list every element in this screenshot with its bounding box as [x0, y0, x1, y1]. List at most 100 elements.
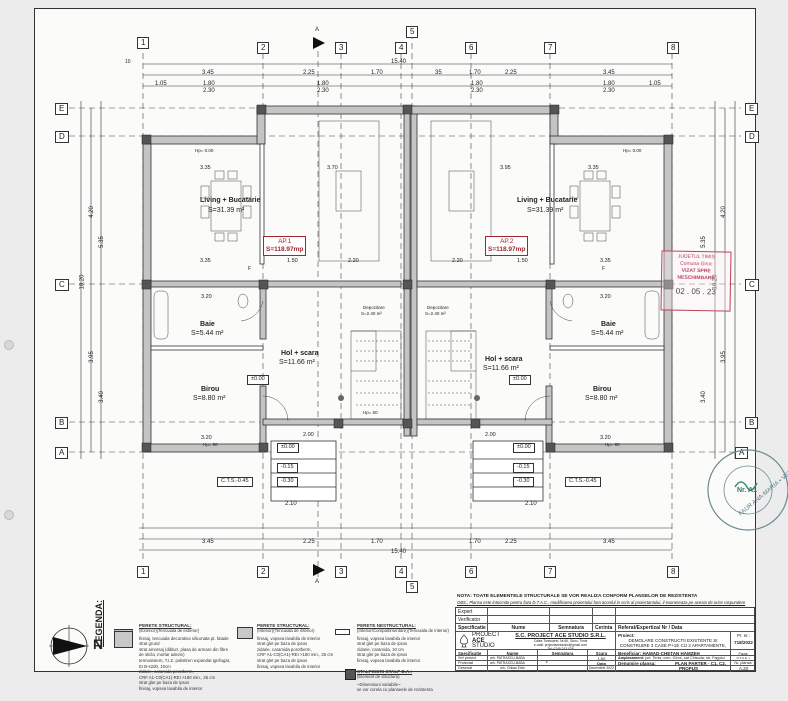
- location-cell: Amplasament: jud. Timis, com. Giroc, sat…: [616, 656, 731, 660]
- level-tag-ap1-hall: ±0.00: [247, 375, 269, 385]
- title-block: Expert Verificator Specificatie Nume Sem…: [455, 607, 756, 672]
- dim-180-b: 1.80: [317, 81, 329, 87]
- dim-220-ap1: 2.20: [348, 258, 359, 264]
- grid-axis-B-right: B: [745, 417, 759, 429]
- verifier-stamp-number: Nr. A1: [737, 487, 757, 494]
- legend-line: finisaj, vopsea lavabila de interior: [257, 663, 321, 669]
- room-living-ap1: Living + Bucatarie: [200, 197, 261, 204]
- legend-item-subtitle: (Interior)(Tencuiala de interior): [257, 628, 315, 633]
- sill-height-4: Hp= 90: [605, 442, 620, 447]
- phase-value: D.T.A.D. + D.T.A.C. + P.Th.: [736, 656, 751, 660]
- project-name-1: DEMOLARE CONSTRUCTII EXISTENTE SI: [628, 638, 718, 643]
- legend-line: de sticla, mortar adeziv): [139, 652, 185, 658]
- legend-line: zidarie, caramida porotherm,: [257, 646, 312, 652]
- tb-expert-label: Expert: [456, 608, 488, 615]
- dim-left-340: 3.40: [98, 391, 105, 403]
- tb-expert-sign: [550, 608, 593, 615]
- phase-label: Faza:: [738, 651, 749, 655]
- legend-item-column: STALPISORI STALP B.A.: (Element de struc…: [357, 669, 477, 693]
- level-tag-ap2-hall: ±0.00: [509, 375, 531, 385]
- dim-335b-ap2: 3.35: [600, 258, 611, 264]
- legend-swatch-partition-wall: [335, 629, 350, 635]
- room-living-ap2: Living + Bucatarie: [517, 197, 578, 204]
- legend-line: CRF A1-C0(CA1)-REI >180 min., 25 cm: [257, 652, 334, 658]
- dim-overall-bottom: 15.40: [391, 549, 407, 555]
- dim-right-395: 3.95: [720, 351, 727, 363]
- room-storage-ap2-area: S=2.40 m²: [425, 311, 446, 316]
- grid-axis-7-bottom: 7: [544, 566, 557, 578]
- level-tag-ap1-cts: C.T.S.-0.45: [217, 477, 253, 487]
- room-bath-ap2-area: S=5.44 m²: [591, 330, 624, 337]
- dim-105-right: 1.05: [649, 81, 661, 87]
- company-phone: Tel: 0749 243 026: [547, 647, 574, 649]
- note-obs: OBS.: Plansa este intocmita pentru faza …: [457, 600, 746, 605]
- tb-staff-spec: Specificatie: [456, 650, 488, 655]
- legend-item-subtitle: (Interior/Compartimentare)(Tencuiala de …: [357, 628, 449, 633]
- legend-swatch-exterior-wall: [114, 629, 133, 648]
- dim-370-ap1: 3.70: [327, 165, 338, 171]
- municipal-approval-stamp: JUDETUL TIMIS Comuna Giroc VIZAT SPRE NE…: [660, 250, 732, 312]
- dim-320-ap1: 3.20: [201, 294, 212, 300]
- room-office-ap1: Birou: [201, 386, 220, 393]
- legend-swatch-interior-wall: [237, 627, 253, 639]
- company-logo: PROJECT ACE STUDIO: [456, 632, 506, 649]
- dim-335-ap1: 3.35: [200, 165, 211, 171]
- legend-swatch-column: [345, 669, 356, 680]
- dim-180-c: 1.80: [471, 81, 483, 87]
- north-label: N: [93, 636, 104, 652]
- dim-335-ap2: 3.35: [588, 165, 599, 171]
- beneficiary-cell: Beneficiar: HAMAD-CHETAN HAMZEH: [616, 650, 731, 655]
- dim-right-420: 4.20: [720, 206, 727, 218]
- grid-axis-6-bottom: 6: [465, 566, 478, 578]
- dim-entrance-ap2: 2.10: [525, 501, 537, 507]
- grid-axis-4: 4: [395, 42, 408, 54]
- apartment-label-ap1: AP.1 S=118.97mp: [263, 236, 307, 256]
- logo-line-3: STUDIO: [472, 643, 495, 649]
- sill-height-5: Hp= 60: [363, 410, 378, 415]
- logo-line-1: PROJECT: [472, 632, 501, 638]
- legend-line: strat glet pe baza de ipsos: [139, 680, 190, 686]
- note-structural: NOTA: TOATE ELEMENTELE STRUCTURALE SE VO…: [457, 594, 698, 599]
- signature-icon: [546, 661, 548, 664]
- grid-axis-1-bottom: 1: [137, 566, 150, 578]
- legend-line: zidarie, caramida, 10 cm: [357, 646, 404, 652]
- stamp-number: 02 . 05 . 23: [675, 286, 716, 297]
- date-label: Data: [588, 661, 616, 665]
- staff-role-1: Sef proiect: [456, 656, 488, 660]
- dim-230-b: 2.30: [317, 88, 329, 94]
- room-office-ap2-area: S=8.80 m²: [585, 395, 618, 402]
- dim-left-535: 5.35: [98, 236, 105, 248]
- legend-line: EI B-s2d0, 10cm: [139, 663, 171, 669]
- dim-180-d: 1.80: [603, 81, 615, 87]
- punch-hole: [4, 340, 14, 350]
- project-number-cell: Pr. nr.: 718/2022: [731, 632, 756, 649]
- section-label-bottom: A: [315, 579, 320, 585]
- legend-title: LEGENDA:: [94, 600, 104, 647]
- room-storage-ap2: Depozitare: [427, 305, 449, 310]
- tb-expert-req: [593, 608, 616, 615]
- dim-180-a: 1.80: [203, 81, 215, 87]
- staff-role-2: Proiectat: [456, 661, 488, 665]
- beneficiary-name: HAMAD-CHETAN HAMZEH: [642, 651, 700, 655]
- tb-expert-name: [488, 608, 550, 615]
- grid-axis-2-bottom: 2: [257, 566, 270, 578]
- beneficiary-label: Beneficiar:: [618, 651, 642, 655]
- north-arrow-icon: [49, 625, 89, 667]
- grid-axis-8-bottom: 8: [667, 566, 680, 578]
- room-office-ap2: Birou: [593, 386, 612, 393]
- apartment-area-ap2: S=118.97mp: [488, 246, 526, 253]
- grid-axis-4-bottom: 4: [395, 566, 408, 578]
- dim-bottom-225-right: 2.25: [505, 539, 517, 545]
- legend-item-exterior-wall: PERETE STRUCTURAL: (Exterior)(Tencuiala …: [139, 623, 265, 692]
- dim-bottom-170-right: 1.70: [469, 539, 481, 545]
- apartment-area-ap1: S=118.97mp: [266, 246, 304, 253]
- legend-item-interior-wall: PERETE STRUCTURAL: (Interior)(Tencuiala …: [257, 623, 367, 669]
- level-tag-ap2-entry: ±0.00: [513, 443, 535, 453]
- grid-axis-E: E: [55, 103, 69, 115]
- level-tag-ap1-step1: -0.15: [277, 463, 298, 473]
- tb-staff-scale: Scara: [588, 650, 616, 655]
- legend-line: finisaj, vopsea lavabila de interior: [257, 635, 321, 641]
- sill-height-3: Hp= 90: [203, 442, 218, 447]
- legend-line: finisaj, vopsea lavabila de interior: [357, 635, 421, 641]
